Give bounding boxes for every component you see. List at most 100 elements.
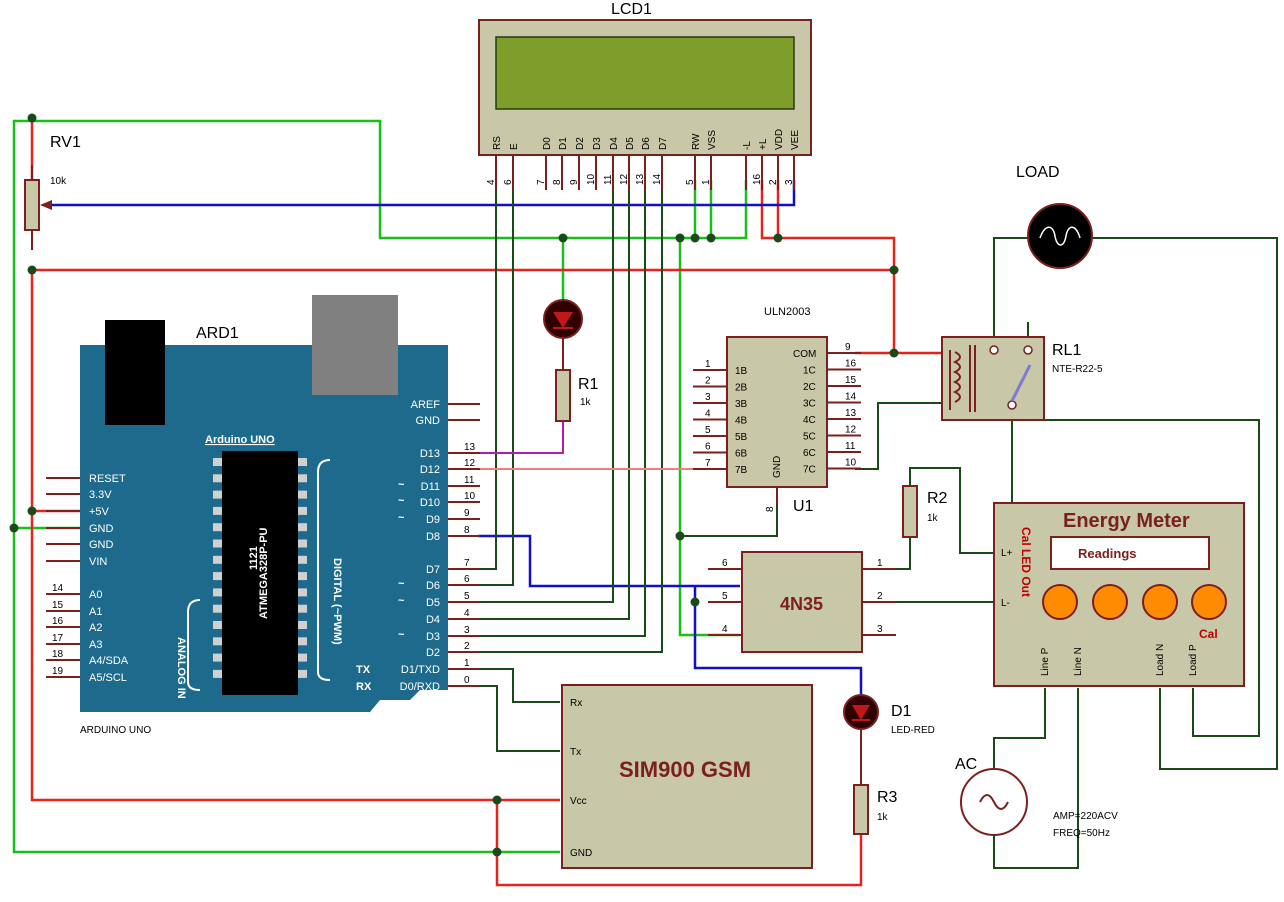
meter-pin-loadn: Load N — [1155, 644, 1166, 676]
uln-input-label: 5B — [735, 432, 748, 443]
arduino-analog-pin: A2 — [89, 622, 102, 634]
wire-ac-linep — [993, 688, 1046, 770]
pwm-mark: ~ — [398, 479, 405, 491]
arduino-digital-pin: D12 — [420, 464, 440, 476]
meter-button-3[interactable] — [1142, 584, 1178, 620]
lcd-pin-number: 5 — [685, 179, 696, 185]
arduino-analog-num: 18 — [52, 649, 64, 660]
energy-meter[interactable]: Energy Meter Readings Cal LED Out L+ L- … — [993, 502, 1245, 687]
wire-rx — [478, 685, 560, 752]
uln-output-num: 10 — [845, 458, 857, 469]
junction — [675, 233, 685, 243]
wire-tx — [478, 668, 560, 703]
pwm-mark: ~ — [398, 595, 405, 607]
opto-pin-4: 4 — [722, 624, 728, 635]
arduino-power-pin: +5V — [89, 506, 110, 518]
rv1-wiper-arrow — [40, 200, 52, 210]
lcd-pin-name: D6 — [641, 137, 652, 150]
uln-input-label: 4B — [735, 416, 748, 427]
potentiometer-rv1[interactable]: RV1 10k — [24, 134, 81, 250]
r2-value: 1k — [927, 513, 939, 524]
arduino-right-pins: AREFGND13D1312D1211D11~10D10~9D9~8D87D76… — [398, 399, 480, 693]
meter-cal-button[interactable] — [1191, 584, 1227, 620]
wire-5v-L — [760, 180, 778, 240]
meter-button-1[interactable] — [1042, 584, 1078, 620]
arduino-digital-num: 9 — [464, 508, 470, 519]
lcd-pin-name: D5 — [625, 137, 636, 150]
relay-switch-icon — [1010, 364, 1032, 402]
arduino-digital-num: 2 — [464, 641, 470, 652]
arduino-top-pin: AREF — [411, 399, 441, 411]
lamp-icon — [1027, 203, 1093, 269]
uln-output-label: 6C — [803, 448, 816, 459]
resistor-r3[interactable]: R3 1k — [853, 784, 898, 835]
uln-input-num: 3 — [705, 392, 711, 403]
arduino-digital-pin: D13 — [420, 448, 440, 460]
arduino-digital-pin: D6 — [426, 580, 440, 592]
relay-rl1[interactable]: RL1 NTE-R22-5 — [941, 336, 1103, 421]
resistor-r1[interactable]: R1 1k — [555, 369, 599, 422]
atmega-chip-icon — [222, 451, 298, 695]
wire-d7 — [478, 180, 663, 653]
r3-value: 1k — [877, 812, 889, 823]
wire-uln-gnd — [680, 488, 778, 537]
arduino-digital-num: 6 — [464, 574, 470, 585]
wire-r2-lplus — [909, 467, 994, 554]
resistor-r2[interactable]: R2 1k — [902, 485, 948, 538]
meter-readings: Readings — [1078, 546, 1137, 561]
arduino-analog-num: 14 — [52, 583, 64, 594]
ac-ref: AC — [955, 756, 977, 773]
arduino-digital-pin: D1/TXD — [401, 664, 440, 676]
pwm-mark: ~ — [398, 495, 405, 507]
gsm-module[interactable]: SIM900 GSM Rx Tx Vcc GND — [561, 684, 813, 869]
opto-pin-5: 5 — [722, 591, 728, 602]
ac-source[interactable]: AC AMP=220ACV FREQ=50Hz — [955, 756, 1118, 839]
wire-load-right — [1092, 237, 1278, 770]
lamp-load[interactable]: LOAD — [1016, 164, 1093, 269]
r1-ref: R1 — [578, 376, 599, 393]
meter-lplus: L+ — [1001, 548, 1013, 559]
wire-d5 — [478, 180, 630, 620]
usb-port-icon — [312, 295, 398, 395]
arduino-power-pin: RESET — [89, 473, 126, 485]
arduino-digital-num: 4 — [464, 608, 470, 619]
lcd-module[interactable]: LCD1 RS4E6D07D18D29D310D411D512D613D714R… — [478, 1, 812, 190]
uln-input-num: 4 — [705, 409, 711, 420]
opto-pin-1: 1 — [877, 558, 883, 569]
optocoupler-4n35[interactable]: 4N35 6 5 4 1 2 3 — [708, 551, 896, 653]
lcd-pin-name: VEE — [790, 130, 801, 150]
pwm-mark: ~ — [398, 578, 405, 590]
uln-input-label: 1B — [735, 366, 748, 377]
uln-gnd-label: GND — [772, 456, 783, 478]
uln-output-label: 2C — [803, 382, 816, 393]
arduino-board[interactable]: ARD1 Arduino UNO ATMEGA328P-PU 1121 ANAL… — [46, 295, 480, 736]
junction — [675, 531, 685, 541]
wire-ac-linen — [993, 688, 1079, 869]
uln-input-num: 7 — [705, 458, 711, 469]
arduino-digital-pin: D10 — [420, 497, 440, 509]
arduino-digital-pin: D9 — [426, 514, 440, 526]
analog-label: ANALOG IN — [175, 637, 187, 699]
arduino-analog-num: 15 — [52, 600, 64, 611]
rx-label: RX — [356, 681, 372, 693]
meter-button-2[interactable] — [1092, 584, 1128, 620]
uln2003-ic[interactable]: ULN2003 U1 GND 8 11B22B33B44B55B66B77B9C… — [693, 306, 861, 515]
lcd-pin-name: VDD — [774, 129, 785, 150]
meter-pin-linen: Line N — [1073, 647, 1084, 676]
ac-freq: FREQ=50Hz — [1053, 828, 1110, 839]
rv1-ref: RV1 — [50, 134, 81, 151]
junction — [690, 233, 700, 243]
d1-ref: D1 — [891, 703, 912, 720]
rv1-value: 10k — [50, 176, 67, 187]
arduino-digital-pin: D3 — [426, 631, 440, 643]
arduino-power-pin: GND — [89, 523, 114, 535]
led-d1[interactable]: D1 LED-RED — [843, 694, 935, 785]
uln-output-label: 5C — [803, 432, 816, 443]
arduino-digital-num: 0 — [464, 675, 470, 686]
uln-body — [726, 336, 828, 488]
uln-output-label: 3C — [803, 399, 816, 410]
relay-ref: RL1 — [1052, 342, 1081, 359]
opto-name: 4N35 — [780, 594, 823, 614]
uln-gnd-num: 8 — [765, 506, 776, 512]
arduino-top-pin: GND — [416, 415, 441, 427]
